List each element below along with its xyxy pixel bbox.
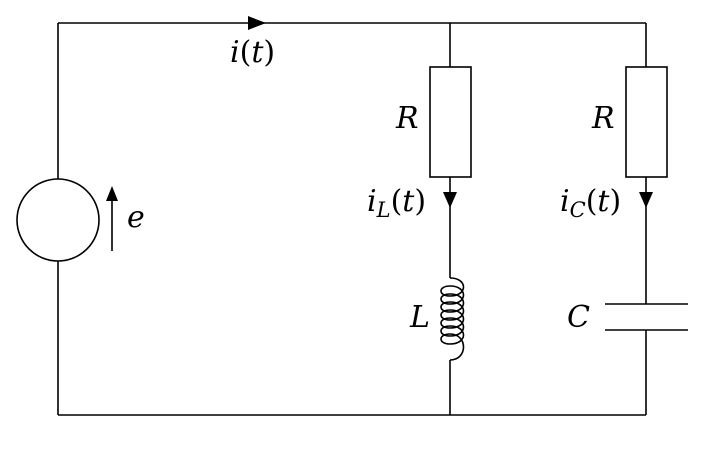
- inductor-current-arrow: [443, 192, 457, 208]
- main-current-arrow: [248, 16, 266, 30]
- wires: [57, 22, 647, 416]
- capacitor-current-label: iC(t): [560, 184, 621, 222]
- inductor-label: L: [409, 300, 430, 335]
- capacitor-symbol: [605, 303, 688, 331]
- emf-arrow: [106, 186, 118, 251]
- resistor-1: [429, 66, 472, 178]
- voltage-source-symbol: [16, 178, 100, 262]
- main-current-label: i(t): [230, 35, 275, 70]
- capacitor-current-arrow: [639, 192, 653, 208]
- inductor-coil: [440, 277, 465, 361]
- resistor-2: [625, 66, 668, 178]
- inductor-current-label: iL(t): [367, 184, 426, 222]
- resistor-2-label: R: [591, 101, 615, 136]
- resistor-1-label: R: [395, 101, 419, 136]
- capacitor-label: C: [567, 300, 590, 335]
- emf-label: e: [127, 200, 145, 235]
